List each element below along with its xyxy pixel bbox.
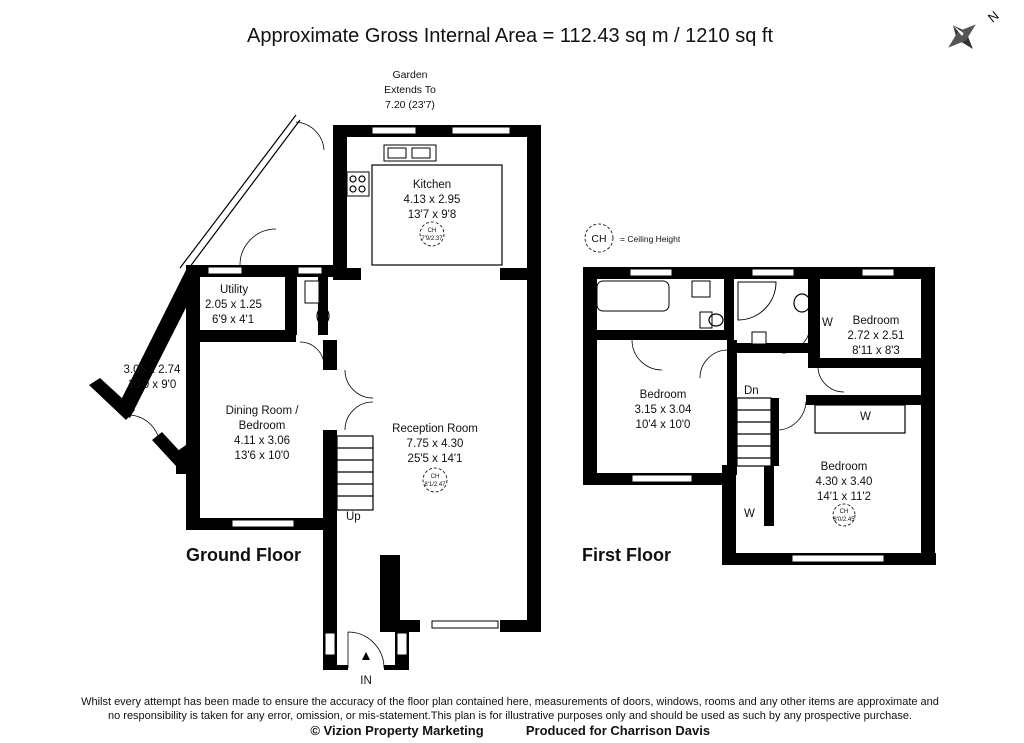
utility-name: Utility [220, 284, 248, 296]
bedroom-c-ch-label: CH [840, 509, 849, 515]
legend-symbol: CH [591, 233, 606, 245]
bedroom-a-metric: 3.15 x 3.04 [635, 404, 693, 416]
credit-left: © Vizion Property Marketing [310, 723, 483, 738]
ceiling-height-legend: CH = Ceiling Height [584, 223, 681, 253]
stairs-up-label: Up [346, 511, 361, 523]
first-floor-plan [583, 267, 936, 565]
bedroom-b-name: Bedroom [853, 315, 900, 327]
reception-ch-label: CH [431, 474, 440, 480]
bedroom-c-name: Bedroom [821, 461, 868, 473]
wardrobe-label-bedroom-b: W [822, 317, 833, 329]
kitchen-imperial: 13'7 x 9'8 [408, 209, 457, 221]
kitchen-ch-value: 7'9/2.37 [421, 236, 443, 242]
reception-metric: 7.75 x 4.30 [407, 438, 464, 450]
credit-right: Produced for Charrison Davis [526, 723, 710, 738]
wardrobe-label-bedroom-c-top: W [860, 411, 871, 423]
garden-label-line3: 7.20 (23'7) [385, 99, 435, 111]
garden-label-line2: Extends To [384, 84, 436, 96]
legend-text: = Ceiling Height [620, 234, 681, 244]
dining-metric: 4.11 x 3.06 [234, 435, 290, 447]
bedroom-c-metric: 4.30 x 3.40 [816, 476, 873, 488]
bedroom-a-imperial: 10'4 x 10'0 [636, 419, 691, 431]
stairs-down-label: Dn [744, 385, 759, 397]
garage-imperial: 10'0 x 9'0 [128, 379, 177, 391]
reception-ch-value: 8'1/2.47 [424, 482, 446, 488]
dining-imperial: 13'6 x 10'0 [235, 450, 290, 462]
utility-imperial: 6'9 x 4'1 [212, 314, 254, 326]
reception-imperial: 25'5 x 14'1 [408, 453, 463, 465]
compass-icon: N [948, 8, 1002, 50]
kitchen-name: Kitchen [413, 179, 451, 191]
disclaimer-line2: no responsibility is taken for any error… [108, 710, 912, 722]
bedroom-b-metric: 2.72 x 2.51 [848, 330, 905, 342]
bedroom-c-ch-value: 8'0/2.45 [833, 517, 855, 523]
entrance-label: IN [360, 675, 372, 687]
dining-name-line2: Bedroom [239, 420, 286, 432]
compass-north-label: N [985, 8, 1002, 26]
wardrobe-label-bedroom-c-side: W [744, 508, 755, 520]
reception-name: Reception Room [392, 423, 478, 435]
disclaimer-line1: Whilst every attempt has been made to en… [81, 696, 939, 708]
ground-floor-plan [89, 114, 541, 670]
kitchen-metric: 4.13 x 2.95 [404, 194, 461, 206]
bedroom-c-imperial: 14'1 x 11'2 [817, 491, 871, 503]
gross-area-title: Approximate Gross Internal Area = 112.43… [247, 25, 773, 47]
first-floor-title: First Floor [582, 545, 671, 565]
kitchen-ceiling-height-badge: CH 7'9/2.37 [419, 221, 445, 247]
bedroom-a-name: Bedroom [640, 389, 687, 401]
kitchen-ch-label: CH [428, 228, 437, 234]
utility-metric: 2.05 x 1.25 [205, 299, 262, 311]
garden-label-line1: Garden [392, 69, 427, 81]
ground-floor-title: Ground Floor [186, 545, 301, 565]
garage-metric: 3.05 x 2.74 [124, 364, 182, 376]
bedroom-b-imperial: 8'11 x 8'3 [852, 345, 900, 357]
dining-name-line1: Dining Room / [226, 405, 300, 417]
bedroom-c-ceiling-height-badge: CH 8'0/2.45 [832, 503, 856, 527]
reception-ceiling-height-badge: CH 8'1/2.47 [422, 467, 448, 493]
